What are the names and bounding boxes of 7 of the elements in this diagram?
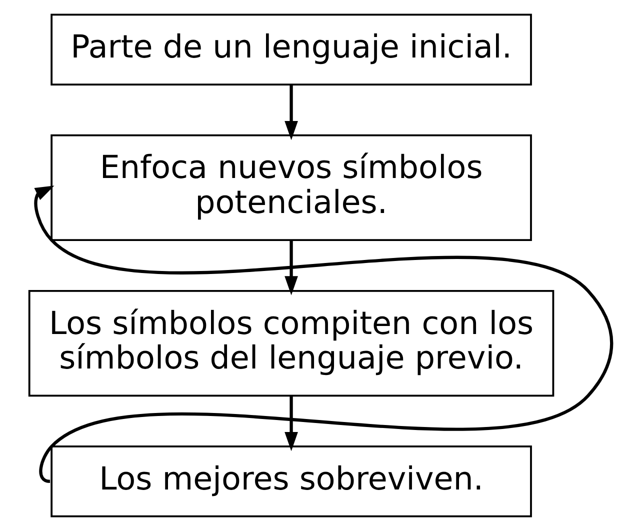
- arrow: [284, 396, 298, 452]
- arrow: [284, 84, 298, 140]
- arrow: [284, 240, 298, 296]
- node-box: Enfoca nuevos símbolos potenciales.: [50, 134, 532, 242]
- node-box: Los mejores sobreviven.: [50, 446, 532, 518]
- node-box: Parte de un lenguaje inicial.: [50, 14, 532, 86]
- node-box: Los símbolos compiten con los símbolos del lenguaje previo.: [28, 290, 554, 397]
